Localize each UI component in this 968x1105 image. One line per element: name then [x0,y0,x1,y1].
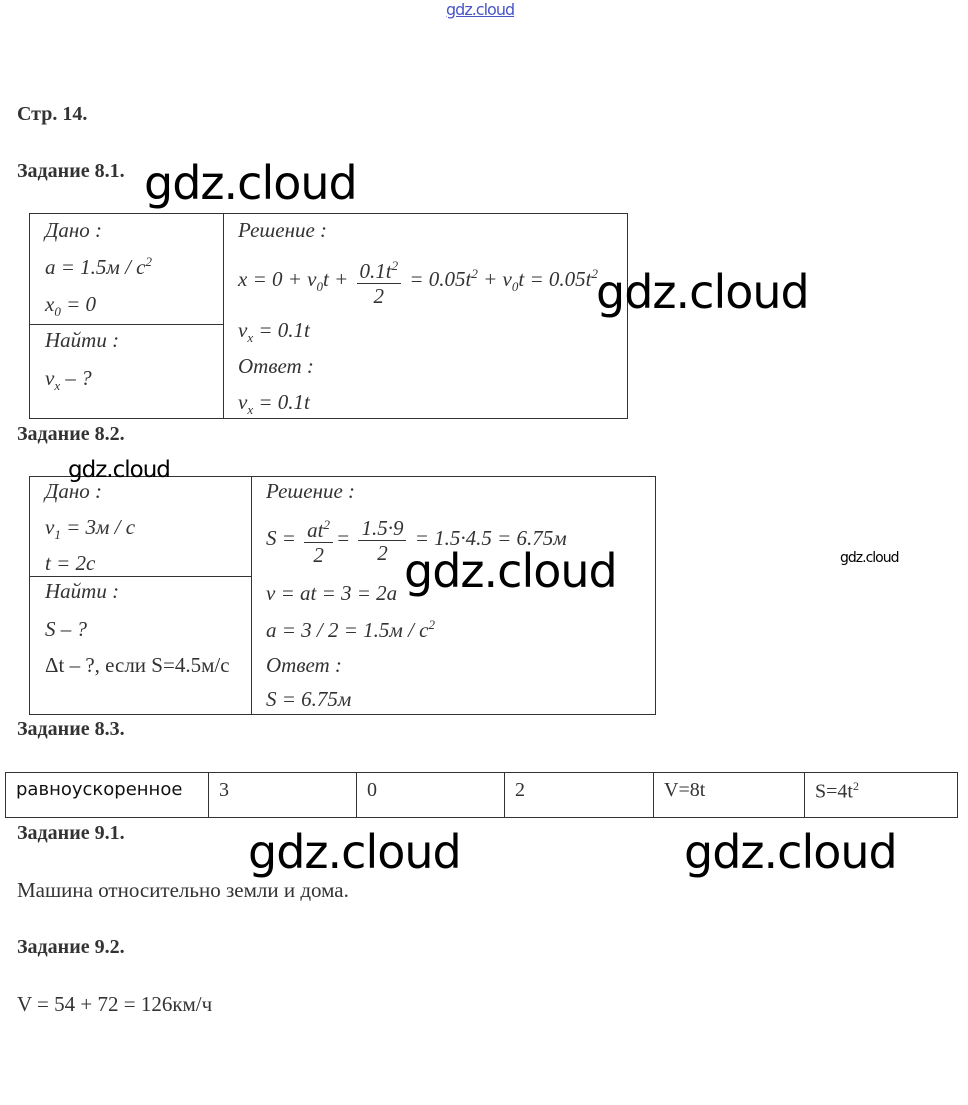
task-9-1-answer: Машина относительно земли и дома. [17,878,349,902]
table-cell: V=8t [653,773,804,817]
answer-label: Ответ : [266,653,342,677]
task-9-1-title: Задание 9.1. [17,822,125,844]
watermark: gdz.cloud [144,156,358,210]
task-8-2-title: Задание 8.2. [17,423,125,445]
task-8-1-table: Дано : a = 1.5м / c2 x0 = 0 Найти : vx –… [29,213,628,419]
given-a: a = 1.5м / c2 [45,254,152,279]
find-vx: vx – ? [45,366,92,394]
find-label: Найти : [45,328,120,352]
find-dt: Δt – ?, если S=4.5м/с [45,653,230,677]
task-9-2-answer: V = 54 + 72 = 126км/ч [17,992,213,1016]
given-t: t = 2c [45,551,96,575]
answer-label: Ответ : [238,354,314,378]
table-cell: S=4t2 [804,773,957,817]
solution-label: Решение : [266,479,356,503]
table-cell: 0 [356,773,504,817]
equation-a: a = 3 / 2 = 1.5м / c2 [266,617,435,642]
task-8-1-title: Задание 8.1. [17,160,125,182]
table-cell: равноускоренное [16,779,183,800]
given-x0: x0 = 0 [45,292,96,320]
task-8-3-table: равноускоренное 3 0 2 V=8t S=4t2 [5,772,958,818]
equation-v: v = at = 3 = 2a [266,581,398,605]
page-label: Стр. 14. [17,103,88,125]
equation-vx: vx = 0.1t [238,318,310,346]
task-9-2-title: Задание 9.2. [17,936,125,958]
given-label: Дано : [45,479,103,503]
given-label: Дано : [45,218,103,242]
find-label: Найти : [45,579,120,603]
find-s: S – ? [45,617,87,641]
watermark: gdz.cloud [840,550,899,566]
given-v1: v1 = 3м / с [45,515,136,543]
watermark-top-link[interactable]: gdz.cloud [446,0,515,19]
answer: vx = 0.1t [238,390,310,418]
answer: S = 6.75м [266,687,352,711]
solution-label: Решение : [238,218,328,242]
task-8-3-title: Задание 8.3. [17,718,125,740]
watermark: gdz.cloud [684,825,898,879]
watermark: gdz.cloud [248,825,462,879]
watermark: gdz.cloud [68,457,171,483]
watermark: gdz.cloud [596,265,810,319]
task-8-2-table: Дано : v1 = 3м / с t = 2c Найти : S – ? … [29,476,656,715]
watermark: gdz.cloud [404,544,618,598]
table-cell: 3 [208,773,356,817]
table-cell: 2 [504,773,653,817]
